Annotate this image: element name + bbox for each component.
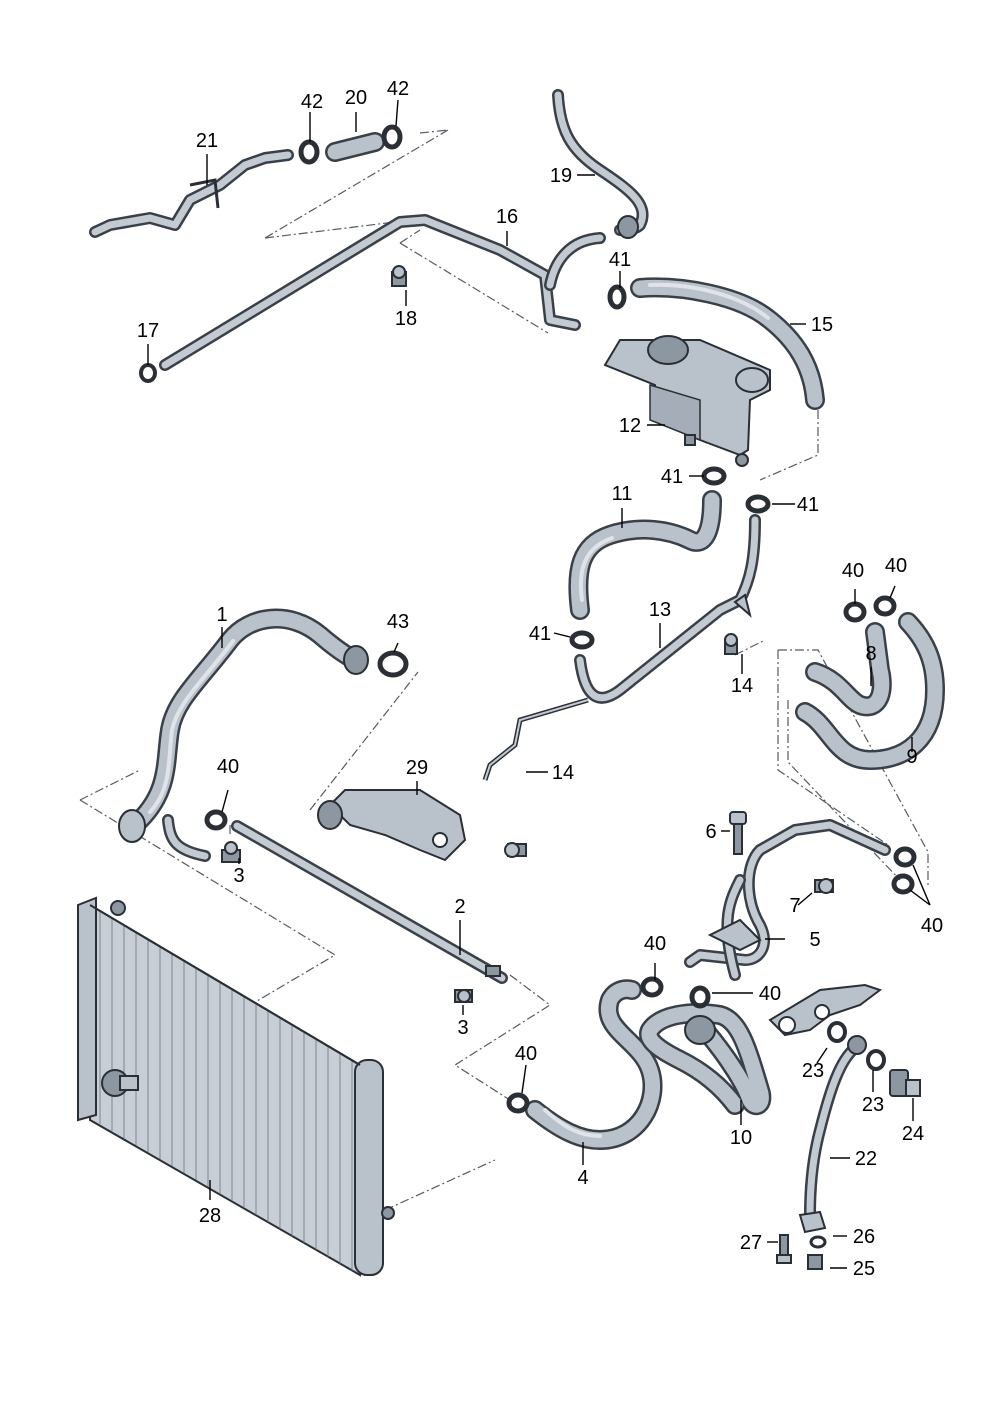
label-10: 10 [730, 1127, 752, 1149]
pipe-2 [231, 820, 508, 984]
label-5: 5 [809, 929, 820, 951]
clamp-43 [377, 650, 409, 678]
label-42-a: 42 [301, 91, 323, 113]
label-41-b: 41 [797, 494, 819, 516]
washer-23-b [866, 1049, 886, 1071]
label-22: 22 [855, 1148, 877, 1170]
label-4: 4 [577, 1167, 588, 1189]
label-9: 9 [906, 746, 917, 768]
leader-lines [147, 99, 931, 1269]
label-21: 21 [196, 130, 218, 152]
label-41-a: 41 [661, 466, 683, 488]
clamp-40-g [640, 976, 664, 998]
label-3-a: 3 [233, 865, 244, 887]
label-23-a: 23 [802, 1060, 824, 1082]
bolt-7 [814, 878, 834, 894]
bolt-18 [391, 265, 407, 287]
bolt-25 [807, 1254, 823, 1270]
hose-10 [639, 1003, 772, 1116]
hose-19 [552, 89, 649, 239]
label-41-d: 41 [609, 249, 631, 271]
hose-20 [325, 132, 385, 162]
label-40-g: 40 [515, 1043, 537, 1065]
label-14-a: 14 [731, 675, 753, 697]
label-41-c: 41 [529, 623, 551, 645]
bracket [768, 983, 883, 1037]
label-1: 1 [216, 604, 227, 626]
label-25: 25 [853, 1258, 875, 1280]
label-40-f: 40 [759, 983, 781, 1005]
label-18: 18 [395, 308, 417, 330]
label-40-c: 40 [885, 555, 907, 577]
label-19: 19 [550, 165, 572, 187]
bolt-3-a [221, 841, 241, 863]
pipe-5 [684, 819, 891, 981]
bolt-6 [729, 811, 747, 855]
label-27: 27 [740, 1232, 762, 1254]
label-40-d: 40 [921, 915, 943, 937]
bolt-14-b [504, 842, 527, 858]
label-29: 29 [406, 757, 428, 779]
hose-1 [118, 608, 369, 862]
radiator [77, 896, 395, 1277]
hose-11 [568, 490, 722, 620]
pipe-22 [798, 1035, 867, 1234]
expansion-tank-12 [603, 335, 771, 467]
clamp-40-a [204, 809, 228, 831]
bolt-27 [776, 1234, 792, 1264]
o-ring-17 [139, 363, 157, 383]
label-8: 8 [865, 643, 876, 665]
label-2: 2 [454, 896, 465, 918]
clamp-42-a [298, 139, 320, 165]
label-14-b: 14 [552, 762, 574, 784]
label-3-b: 3 [457, 1017, 468, 1039]
label-28: 28 [199, 1205, 221, 1227]
hose-8 [805, 622, 892, 717]
part-labels: 1 2 3 3 4 5 6 7 8 9 10 11 12 13 14 14 15… [137, 78, 943, 1280]
pipe-16 [159, 214, 606, 371]
label-12: 12 [619, 415, 641, 437]
clamp-40-e [891, 873, 915, 895]
label-7: 7 [789, 895, 800, 917]
label-16: 16 [496, 206, 518, 228]
clamp-41-c [569, 630, 595, 650]
label-11: 11 [612, 483, 633, 505]
radiator-drain-plug [101, 1069, 139, 1097]
label-43: 43 [387, 611, 409, 633]
label-42-b: 42 [387, 78, 409, 100]
clamp-40-b [843, 601, 867, 623]
clamp-40-c [873, 595, 897, 617]
label-13: 13 [649, 599, 671, 621]
clamp-41-a [701, 466, 727, 486]
clamp-41-b [745, 494, 771, 514]
label-26: 26 [853, 1226, 875, 1248]
bolt-3-b [454, 989, 473, 1003]
clamp-40-f [506, 1092, 530, 1114]
clamp-40-h [689, 985, 711, 1009]
hose-4 [525, 979, 663, 1150]
washer-23-a [827, 1021, 847, 1043]
label-40-a: 40 [217, 756, 239, 778]
label-40-e: 40 [644, 933, 666, 955]
clamp-40-d [893, 846, 917, 868]
label-20: 20 [345, 87, 367, 109]
label-17: 17 [137, 320, 159, 342]
label-24: 24 [902, 1123, 924, 1145]
duct-29 [317, 789, 467, 862]
clamp-42-b [381, 124, 403, 150]
label-23-b: 23 [862, 1094, 884, 1116]
washer-26 [809, 1235, 827, 1249]
label-40-b: 40 [842, 560, 864, 582]
label-6: 6 [705, 821, 716, 843]
bolt-14-a [724, 633, 738, 655]
clamp-41-d [607, 284, 627, 310]
pipe-21 [89, 149, 294, 238]
label-15: 15 [811, 314, 833, 336]
hose-15 [630, 277, 825, 410]
banjo-bolt-24 [889, 1069, 921, 1097]
pipe-13 [482, 514, 761, 781]
